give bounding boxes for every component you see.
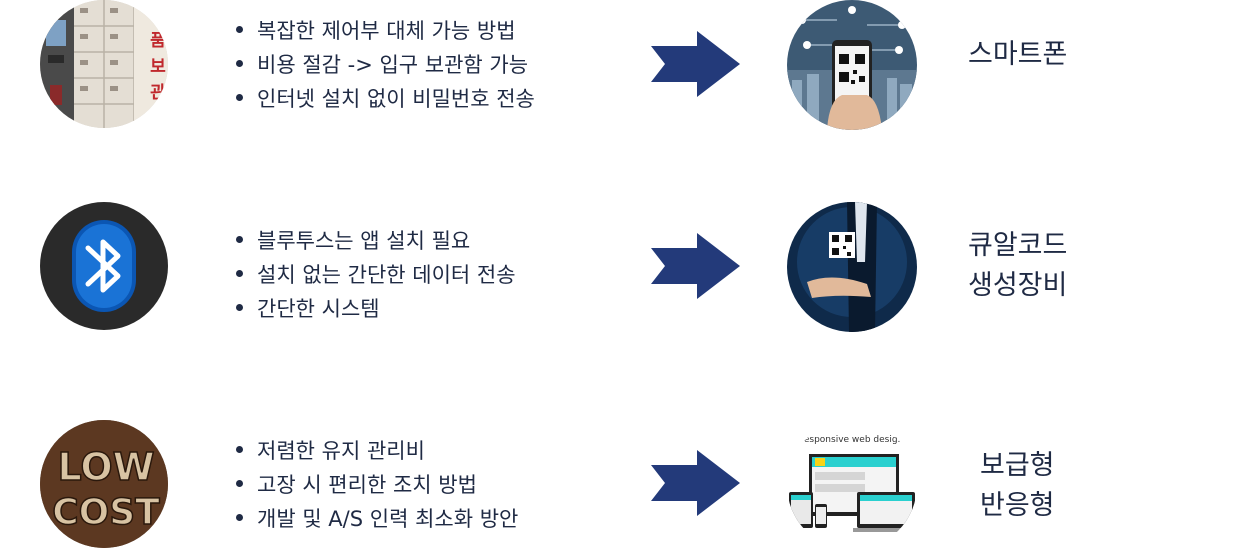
right-arrow-icon	[651, 450, 740, 516]
bullet-dot-icon	[236, 445, 243, 453]
bullet-dot-icon	[236, 479, 243, 487]
bullet-item: 고장 시 편리한 조치 방법	[236, 468, 518, 502]
bullet-item: 비용 절감 -> 입구 보관함 가능	[236, 48, 535, 82]
bullet-item: 블루투스는 앱 설치 필요	[236, 224, 516, 258]
locker-char: 관	[150, 83, 166, 103]
target-label: 큐알코드 생성장비	[968, 230, 1068, 301]
low-cost-image: LOW COST	[40, 420, 168, 548]
bullet-item: 개발 및 A/S 인력 최소화 방안	[236, 502, 518, 536]
low-cost-word: COST	[52, 492, 160, 533]
bullet-item: 저렴한 유지 관리비	[236, 434, 518, 468]
bluetooth-image	[40, 202, 168, 330]
bullet-dot-icon	[236, 235, 243, 243]
bullet-dot-icon	[236, 269, 243, 277]
feature-bullet-list: 블루투스는 앱 설치 필요 설치 없는 간단한 데이터 전송 간단한 시스템	[236, 224, 516, 326]
bullet-item: 간단한 시스템	[236, 292, 516, 326]
target-label: 스마트폰	[968, 39, 1068, 70]
locker-char: 함	[150, 108, 166, 128]
locker-char: 물	[150, 5, 166, 25]
locker-char: 품	[150, 31, 166, 51]
bullet-dot-icon	[236, 25, 243, 33]
bullet-item: 복잡한 제어부 대체 가능 방법	[236, 14, 535, 48]
responsive-caption: .esponsive web desig.	[801, 435, 900, 445]
low-cost-word: LOW	[57, 445, 154, 489]
feature-row-responsive: LOW COST 저렴한 유지 관리비 고장 시 편리한 조치 방법 개발 및 …	[0, 418, 1243, 550]
storage-locker-image: 물 품 보 관 함	[40, 0, 168, 128]
smartphone-qr-image	[787, 0, 917, 130]
right-arrow-icon	[651, 31, 740, 97]
target-label: 보급형 반응형	[980, 450, 1055, 521]
feature-bullet-list: 저렴한 유지 관리비 고장 시 편리한 조치 방법 개발 및 A/S 인력 최소…	[236, 434, 518, 536]
locker-char: 보	[150, 57, 166, 77]
bullet-dot-icon	[236, 59, 243, 67]
bullet-dot-icon	[236, 93, 243, 101]
bullet-item: 인터넷 설치 없이 비밀번호 전송	[236, 82, 535, 116]
businessman-qr-image	[787, 202, 917, 332]
bullet-item: 설치 없는 간단한 데이터 전송	[236, 258, 516, 292]
feature-bullet-list: 복잡한 제어부 대체 가능 방법 비용 절감 -> 입구 보관함 가능 인터넷 …	[236, 14, 535, 116]
feature-row-qr-device: 블루투스는 앱 설치 필요 설치 없는 간단한 데이터 전송 간단한 시스템 큐…	[0, 202, 1243, 342]
feature-row-smartphone: 물 품 보 관 함 복잡한 제어부 대체 가능 방법 비용 절감 -> 입구 보…	[0, 0, 1243, 140]
right-arrow-icon	[651, 233, 740, 299]
bullet-dot-icon	[236, 513, 243, 521]
responsive-devices-image: .esponsive web desig.	[787, 420, 917, 550]
bullet-dot-icon	[236, 303, 243, 311]
